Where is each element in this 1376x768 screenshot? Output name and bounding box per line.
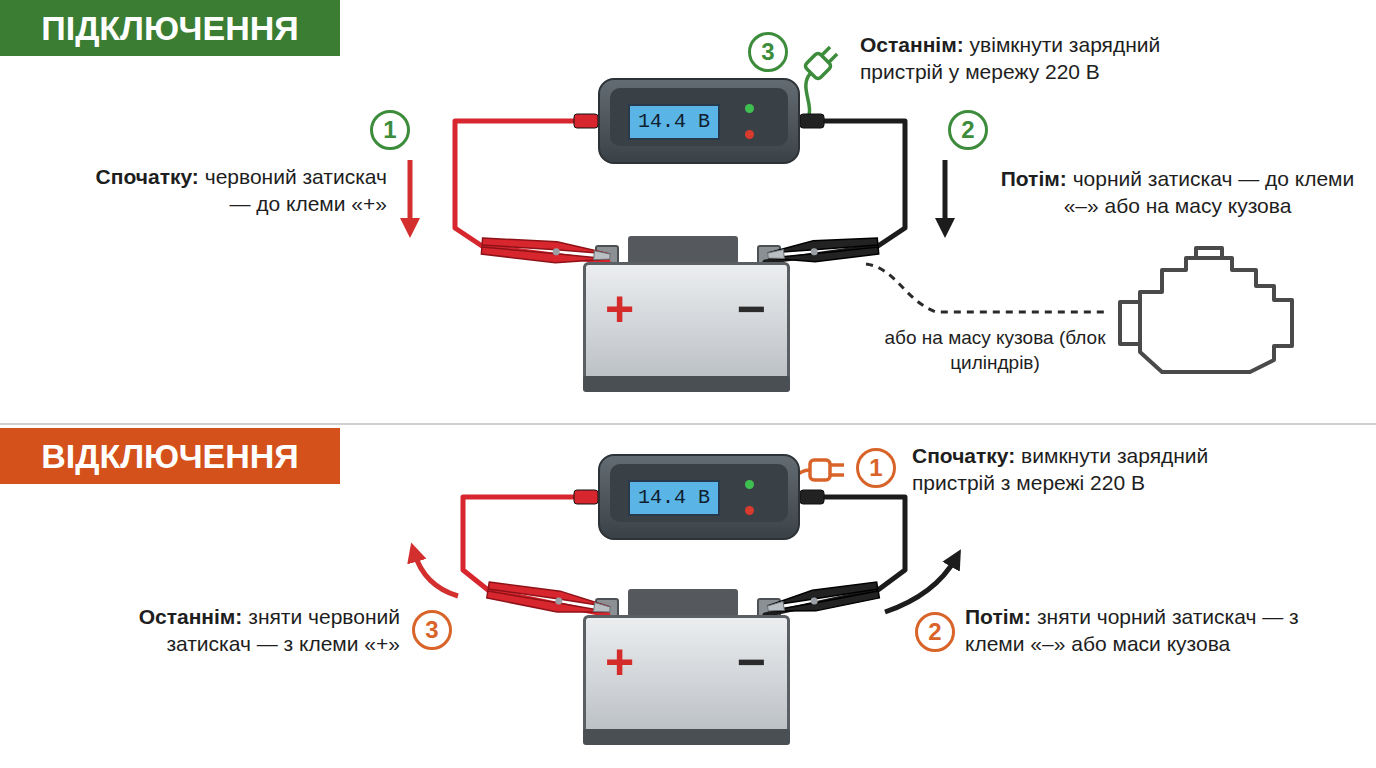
battery-charger: 14.4 В — [598, 454, 800, 540]
positive-sign: + — [605, 284, 634, 334]
battery-case — [585, 617, 789, 744]
cable-plug — [800, 114, 824, 128]
clamp-jaw — [593, 603, 610, 614]
callout-number: 3 — [761, 40, 774, 64]
negative-sign: − — [737, 284, 766, 334]
step-number: 3 — [412, 610, 452, 650]
clamp-pivot — [810, 248, 818, 256]
led-red — [745, 130, 754, 139]
illustration-part — [1196, 248, 1222, 258]
car-battery: +− — [583, 615, 790, 745]
battery-clamp — [766, 579, 880, 619]
step-keyword: Потім: — [965, 605, 1031, 628]
step-keyword: Спочатку: — [912, 444, 1015, 467]
callout-number: 1 — [383, 118, 396, 142]
step-note: Потім:чорний затискач — до клеми «–» або… — [985, 165, 1370, 220]
illustration-part — [628, 236, 738, 264]
callout-number: 3 — [425, 618, 438, 642]
battery-clamp — [486, 580, 611, 620]
clamp-pivot — [555, 597, 563, 605]
positive-sign: + — [605, 637, 634, 687]
illustration-part — [1140, 258, 1292, 372]
step-note: Спочатку: червоний затискач — до клеми «+… — [95, 163, 387, 218]
step-keyword: Спочатку: — [96, 165, 199, 188]
battery-case — [585, 264, 789, 391]
clamp-jaw — [594, 251, 611, 261]
step-note: або на масу кузова (блок циліндрів) — [880, 326, 1110, 375]
step-keyword: Останнім: — [860, 33, 964, 56]
section-title: ПІДКЛЮЧЕННЯ — [41, 9, 298, 48]
callout-number: 1 — [869, 456, 882, 480]
step-note: Останнім:увімкнути зарядний пристрій у м… — [860, 31, 1230, 86]
led-green — [745, 104, 754, 113]
step-text: чорний затискач — до клеми «–» або на ма… — [1064, 167, 1355, 217]
step-note: Потім:зняти чорний затискач — з клеми «–… — [965, 603, 1335, 658]
illustration-part — [885, 558, 956, 612]
cable-plug — [800, 490, 824, 504]
section-banner: ВІДКЛЮЧЕННЯ — [0, 428, 340, 484]
battery-clamp — [767, 235, 879, 266]
step-number: 3 — [748, 32, 788, 72]
clamp-pivot — [810, 597, 818, 605]
illustration-part — [943, 160, 948, 228]
led-green — [745, 480, 754, 489]
step-keyword: Потім: — [1001, 167, 1067, 190]
step-note: Останнім:зняти червоний затискач — з кле… — [100, 603, 400, 658]
step-text: або на масу кузова (блок циліндрів) — [885, 327, 1106, 373]
battery-base — [583, 729, 790, 745]
car-battery: +− — [583, 262, 790, 392]
illustration-part — [1120, 302, 1140, 344]
illustration-part — [830, 463, 844, 467]
negative-sign: − — [737, 637, 766, 687]
step-note: Спочатку:вимкнути зарядний пристрій з ме… — [912, 442, 1262, 497]
clamp-jaw — [767, 601, 784, 613]
ground-lead — [866, 264, 1108, 312]
engine-icon — [1120, 248, 1292, 372]
step-number: 1 — [856, 448, 896, 488]
illustration-part — [810, 460, 830, 480]
section-banner: ПІДКЛЮЧЕННЯ — [0, 0, 340, 56]
battery-charger: 14.4 В — [598, 78, 800, 164]
illustration-part — [830, 473, 844, 477]
direction-arrows — [410, 160, 956, 612]
step-text: червоний затискач — до клеми «+» — [205, 165, 387, 215]
step-number: 2 — [915, 612, 955, 652]
panel-separator — [0, 423, 1376, 425]
battery-base — [583, 376, 790, 392]
illustration-part — [829, 54, 837, 62]
illustration-part — [628, 589, 738, 617]
callout-number: 2 — [928, 620, 941, 644]
section-title: ВІДКЛЮЧЕННЯ — [41, 437, 299, 476]
clamp-pivot — [552, 248, 560, 256]
cable-plug — [574, 490, 598, 504]
charger-display: 14.4 В — [628, 480, 720, 516]
illustration-part — [866, 264, 1108, 312]
callout-number: 2 — [961, 118, 974, 142]
charger-cable — [463, 497, 608, 615]
charger-display: 14.4 В — [628, 104, 720, 140]
illustration-part — [822, 47, 830, 55]
step-number: 2 — [948, 110, 988, 150]
step-keyword: Останнім: — [139, 605, 243, 628]
step-number: 1 — [370, 110, 410, 150]
led-red — [745, 506, 754, 515]
illustration-part — [408, 160, 413, 228]
illustration-part — [414, 552, 458, 596]
clamp-jaw — [768, 250, 785, 260]
cable-plug — [574, 114, 598, 128]
illustration-part — [804, 52, 832, 80]
